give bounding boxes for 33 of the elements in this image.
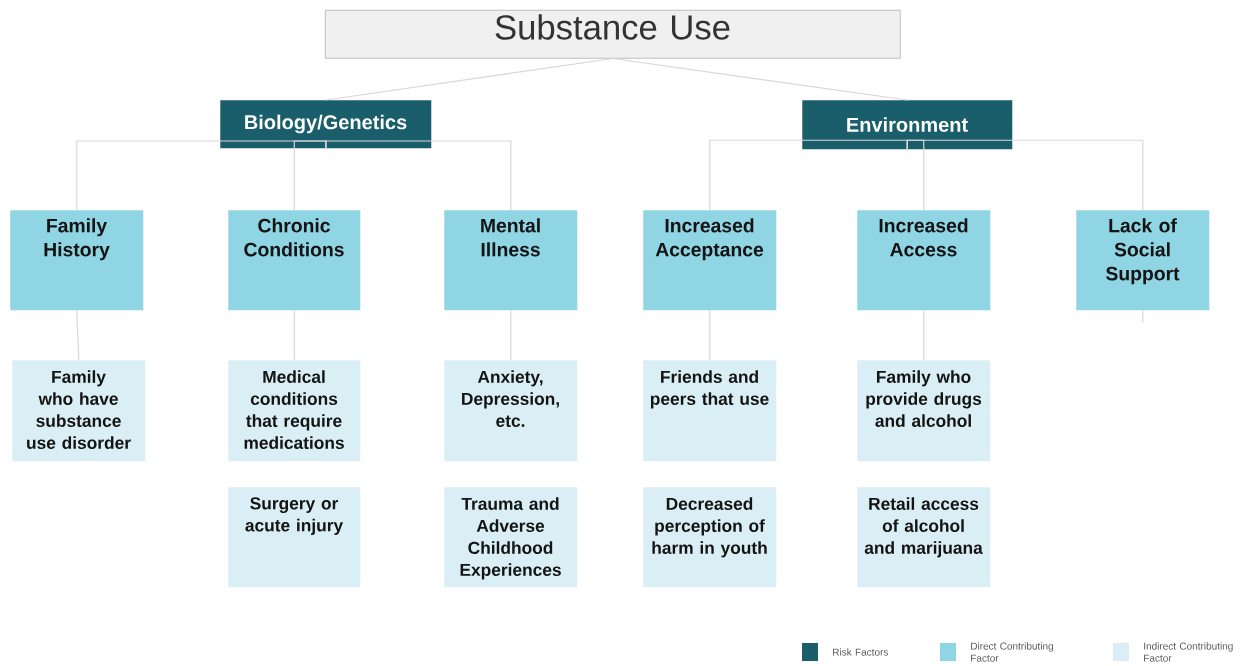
factor-box: Lack of Social Support: [1076, 210, 1210, 311]
category-box: Biology/Genetics: [220, 100, 432, 149]
example-box: Surgery or acute injury: [228, 487, 361, 588]
example-box: Friends and peers that use: [643, 360, 777, 462]
factor-box: Mental Illness: [444, 210, 578, 311]
connector-line: [510, 309, 512, 361]
example-box: Anxiety, Depression, etc.: [444, 360, 578, 462]
connector-line: [76, 309, 80, 361]
example-box: Family who provide drugs and alcohol: [857, 360, 991, 462]
factor-box: Increased Acceptance: [643, 210, 777, 311]
example-box: Retail access of alcohol and marijuana: [857, 487, 991, 588]
example-box: Decreased perception of harm in youth: [643, 487, 777, 588]
factor-box: Family History: [10, 210, 144, 311]
connector-line: [325, 140, 512, 211]
connector-line: [293, 309, 295, 361]
connector-line: [906, 139, 1144, 211]
connector-line: [709, 139, 908, 211]
example-box: Trauma and Adverse Childhood Experiences: [444, 487, 578, 588]
factor-box: Chronic Conditions: [228, 210, 361, 311]
factor-box: Increased Access: [857, 210, 991, 311]
connector-line: [923, 309, 925, 361]
connector-line: [612, 57, 908, 101]
example-box: Medical conditions that require medications: [228, 360, 361, 462]
legend-label: Direct Contributing Factor: [971, 642, 1053, 662]
connector-line: [709, 309, 711, 361]
category-box: Environment: [802, 100, 1013, 150]
legend-label: Risk Factors: [833, 648, 889, 656]
connector-line: [325, 57, 614, 101]
example-box: Family who have substance use disorder: [12, 360, 146, 462]
title-box: Substance Use: [325, 10, 901, 59]
legend-label: Indirect Contributing Factor: [1144, 642, 1233, 662]
connector-line: [293, 140, 327, 211]
connector-line: [1142, 309, 1144, 324]
